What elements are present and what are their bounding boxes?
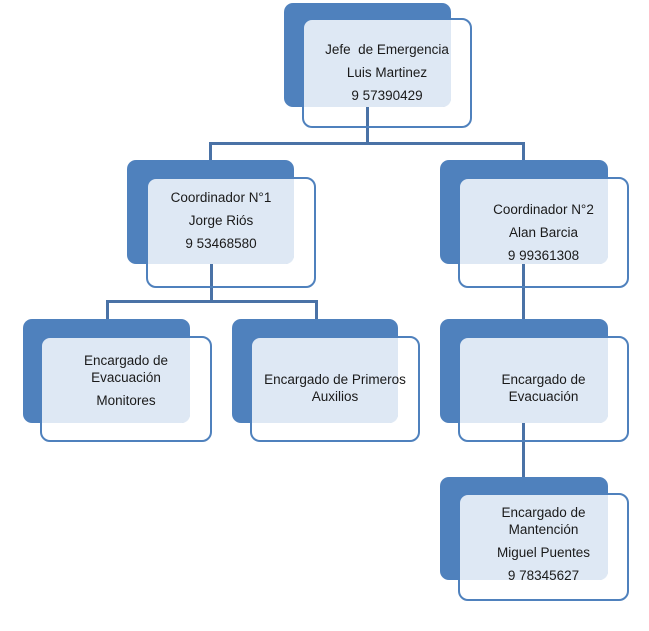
connector-coord2-to-evac2 — [522, 264, 525, 320]
node-label: Encargado de Evacuación — [458, 346, 629, 430]
node-phone: 9 53468580 — [185, 235, 257, 251]
node-phone: 9 78345627 — [507, 568, 580, 583]
node-phone: 9 57390429 — [351, 87, 423, 103]
node-shape-frame — [146, 177, 316, 288]
node-shape-fill — [303, 19, 451, 107]
connector-to-auxilios — [315, 300, 318, 320]
node-role-line2: Mantención — [508, 522, 579, 537]
node-shape-fill — [251, 337, 398, 423]
node-label: Encargado de Primeros Auxilios — [250, 346, 420, 430]
node-role-line1: Encargado de — [501, 372, 586, 387]
node-shape-fill — [147, 178, 294, 264]
node-person-name: Luis Martinez — [346, 64, 428, 80]
node-role: Coordinador N°1 — [170, 189, 272, 205]
node-label: Coordinador N°1 Jorge Riós 9 53468580 — [136, 178, 306, 262]
connector-level1-horizontal — [209, 142, 524, 145]
node-role: Coordinador N°2 — [493, 201, 594, 217]
node-role-line1: Encargado de Primeros — [264, 372, 406, 387]
node-person-name: Monitores — [96, 392, 156, 408]
node-shape-fill — [459, 494, 608, 580]
node-shape-frame — [250, 336, 420, 442]
connector-evac2-to-mantencion — [522, 423, 525, 478]
connector-to-coord1 — [209, 142, 212, 161]
node-shape-frame — [458, 493, 629, 601]
connector-to-evac1 — [106, 300, 109, 320]
node-shape-frame — [40, 336, 212, 442]
connector-coord1-down — [210, 264, 213, 302]
node-label: Encargado de Mantención Miguel Puentes 9… — [458, 502, 629, 586]
node-label: Jefe de Emergencia Luis Martinez 9 57390… — [302, 30, 472, 114]
node-shape-frame — [302, 18, 472, 128]
node-shape-fill — [41, 337, 190, 423]
node-shape-fill — [459, 337, 608, 423]
node-label: Encargado de Evacuación Monitores — [40, 338, 212, 422]
connector-jefe-down — [366, 107, 369, 144]
node-role-line2: Evacuación — [91, 369, 161, 385]
node-shape-frame — [458, 336, 629, 442]
node-role-line1: Encargado de — [501, 505, 586, 520]
node-person-name: Jorge Riós — [188, 212, 254, 228]
node-role-line2: Evacuación — [508, 389, 579, 404]
node-role: Jefe de Emergencia — [325, 41, 449, 57]
node-shape-fill — [459, 178, 608, 264]
node-person-name: Miguel Puentes — [496, 545, 591, 560]
node-shape-frame — [458, 177, 629, 288]
node-phone: 9 99361308 — [507, 247, 580, 263]
node-role-line2: Auxilios — [311, 389, 359, 404]
node-label: Coordinador N°2 Alan Barcia 9 99361308 — [458, 190, 629, 274]
node-role-line1: Encargado de — [83, 352, 169, 368]
node-person-name: Alan Barcia — [508, 224, 579, 240]
connector-level2-horizontal — [106, 300, 317, 303]
connector-to-coord2 — [522, 142, 525, 161]
